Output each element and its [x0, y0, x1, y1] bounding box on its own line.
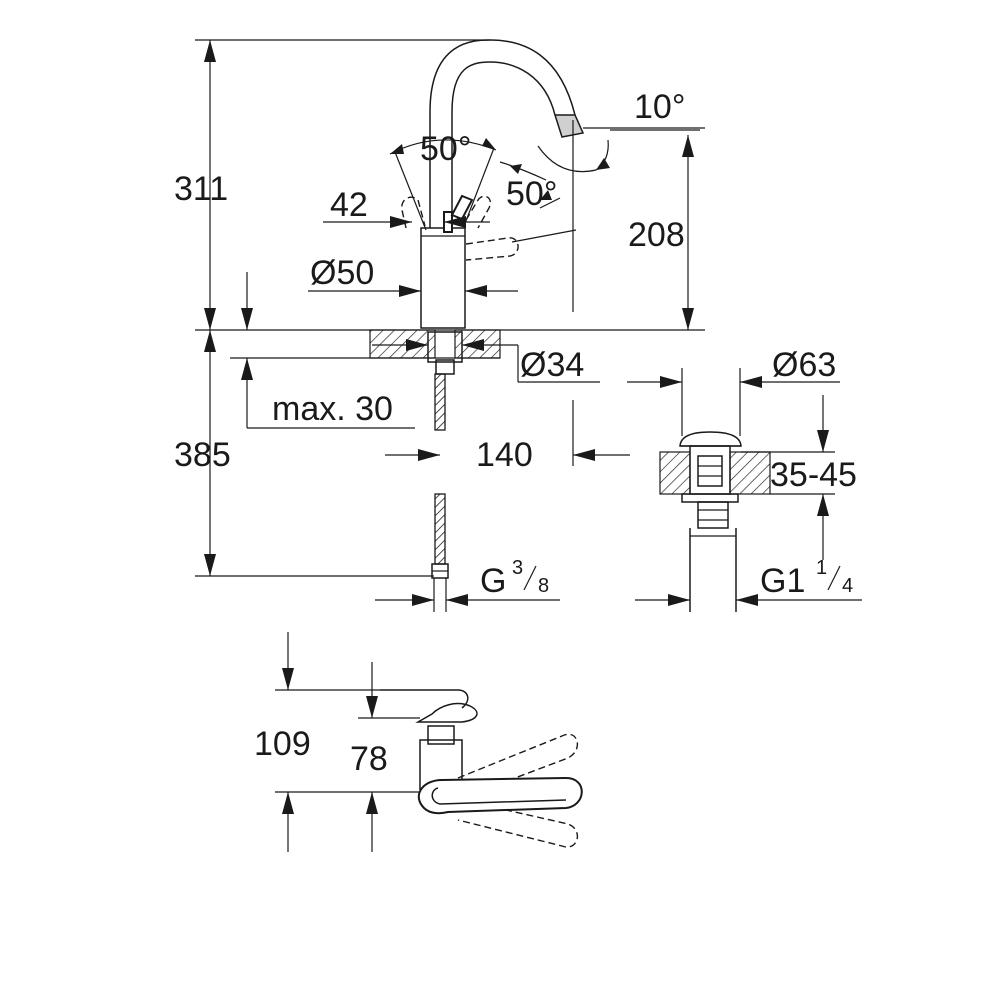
label-waste-thread: G1 1 4	[760, 557, 853, 600]
label-hose-length: 385	[174, 436, 231, 474]
label-waste-diameter: Ø63	[772, 346, 836, 384]
hose-thread-den: 8	[538, 575, 549, 597]
label-top-view-overall: 109	[254, 725, 311, 763]
label-hose-thread: G 3 8	[480, 557, 549, 600]
label-overall-height: 311	[174, 170, 228, 208]
label-angle-lever-right: 50°	[506, 175, 557, 213]
supply-hose	[431, 373, 449, 612]
label-lever-offset: 42	[330, 186, 368, 224]
label-spout-height: 208	[628, 216, 685, 254]
label-max-thickness: max. 30	[272, 390, 393, 428]
label-hole-diameter: Ø34	[520, 346, 584, 384]
label-body-diameter: Ø50	[310, 254, 374, 292]
waste-valve	[659, 431, 771, 612]
dimension-labels: 311 208 10° 50° 50° 42 Ø50 Ø34 max. 30 3…	[174, 88, 857, 778]
waste-thread-base: G1	[760, 562, 805, 600]
label-basin-thickness: 35-45	[770, 456, 857, 494]
hose-thread-base: G	[480, 562, 506, 600]
label-spout-reach: 140	[476, 436, 533, 474]
label-angle-spout: 10°	[634, 88, 685, 126]
faucet-side-view	[389, 39, 705, 329]
label-angle-lever-left: 50°	[420, 130, 471, 168]
countertop-section	[195, 329, 705, 375]
waste-thread-den: 4	[842, 575, 853, 597]
waste-thread-num: 1	[816, 557, 827, 579]
label-top-view-lever: 78	[350, 740, 388, 778]
hose-thread-num: 3	[512, 557, 523, 579]
faucet-top-view	[275, 632, 583, 852]
dimension-lines	[195, 39, 862, 606]
